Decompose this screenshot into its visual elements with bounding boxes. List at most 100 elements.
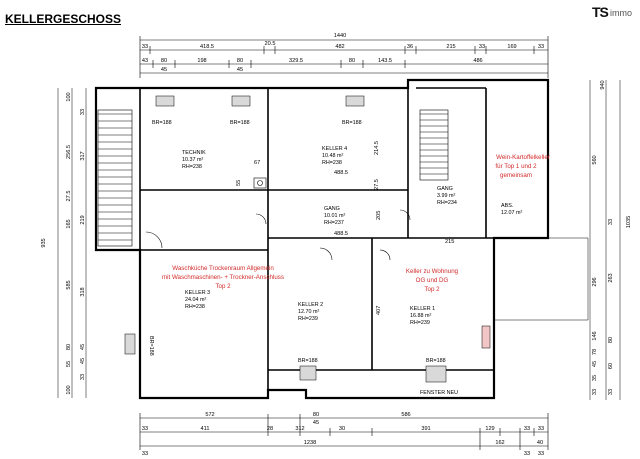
room-area: 10.37 m² — [182, 157, 203, 163]
dim-top: 215 — [446, 44, 455, 50]
dim-bottom: 30 — [339, 426, 345, 432]
room-height: RH=238 — [182, 164, 202, 170]
dim-right: 35 — [592, 375, 598, 381]
door-swings — [145, 209, 411, 261]
dim-left: 100 — [66, 92, 72, 101]
bottom-dimensions: 572 80 586 45 33 411 28 312 30 391 129 3… — [139, 412, 549, 457]
room-area: 16.88 m² — [410, 313, 431, 319]
dim-right: 78 — [592, 349, 598, 355]
dim-right: 60 — [608, 363, 614, 369]
dim-left: 27.5 — [66, 191, 72, 202]
windows — [124, 95, 447, 383]
dim-right: 80 — [608, 337, 614, 343]
right-dimensions: 940 560 1035 33 263 296 146 78 45 80 60 … — [589, 80, 632, 400]
room-height: RH=239 — [298, 316, 318, 322]
br-label: BR=188 — [298, 358, 318, 364]
room-height: RH=234 — [437, 200, 457, 206]
dim-top: 198 — [197, 58, 206, 64]
dim-top: 36 — [407, 44, 413, 50]
annotation-line: Top 2 — [215, 283, 231, 290]
dim-right: 45 — [592, 361, 598, 367]
dim-bottom: 40 — [537, 440, 543, 446]
room-name: GANG — [437, 186, 453, 192]
logo-immo: immo — [610, 8, 632, 18]
dim-left: 585 — [66, 280, 72, 289]
br-label: BR=188 — [426, 358, 446, 364]
dim-bottom: 33 — [524, 451, 530, 457]
walls — [94, 78, 589, 400]
room-name: KELLER 3 — [185, 290, 210, 296]
dim-right: 146 — [592, 331, 598, 340]
br-label: BR=188 — [230, 120, 250, 126]
room-height: RH=238 — [185, 304, 205, 310]
room-area: 12.70 m² — [298, 309, 319, 315]
dim-top: 33 — [538, 44, 544, 50]
room-name: KELLER 2 — [298, 302, 323, 308]
dim-bottom: 411 — [201, 426, 210, 432]
room-height: RH=237 — [324, 220, 344, 226]
dim-top: 482 — [335, 44, 344, 50]
annotation-line: für Top 1 und 2 — [495, 163, 537, 170]
dim-left: 165 — [66, 219, 72, 228]
dim-interior: 215 — [445, 239, 454, 245]
stairs-left — [97, 109, 133, 247]
br-label: BR=188 — [152, 120, 172, 126]
dim-top: 80 — [349, 58, 355, 64]
room-name: ABS. — [501, 203, 513, 209]
dim-bottom: 162 — [495, 440, 504, 446]
room-name: GANG — [324, 206, 340, 212]
dim-left: 33 — [80, 374, 86, 380]
annotation-wasch: Waschküche Trockenraum Allgemein mit Was… — [162, 265, 284, 290]
dim-bottom: 45 — [313, 420, 319, 426]
dim-top: 80 — [161, 58, 167, 64]
logo-ts: TS — [592, 4, 609, 20]
br-label: BR=188 — [148, 336, 154, 356]
dim-top: 329.5 — [289, 58, 303, 64]
annotation-line: Keller zu Wohnung — [406, 268, 459, 275]
dim-top: 80 — [237, 58, 243, 64]
room-keller1: KELLER 1 16.88 m² RH=239 — [410, 306, 435, 326]
dim-top: 33 — [479, 44, 485, 50]
dim-bottom: 129 — [485, 426, 494, 432]
annotation-keller-wohnung: Keller zu Wohnung OG und DG Top 2 — [406, 268, 459, 293]
dim-right: 33 — [592, 389, 598, 395]
dim-bottom: 80 — [313, 412, 319, 418]
dim-right: 1035 — [626, 216, 632, 228]
annotation-wein: Wein-Kartoffelkeller für Top 1 und 2 gem… — [495, 154, 549, 179]
dim-bottom: 1238 — [304, 440, 316, 446]
window-right — [481, 325, 491, 349]
room-area: 10.01 m² — [324, 213, 345, 219]
dim-left: 219 — [80, 215, 86, 224]
dim-left: 33 — [80, 109, 86, 115]
dim-right: 560 — [592, 155, 598, 164]
room-name: TECHNIK — [182, 150, 206, 156]
dim-interior: 488.5 — [334, 170, 348, 176]
left-dimensions: 935 100 256.5 27.5 165 585 80 55 100 33 … — [41, 88, 87, 398]
interior-dimensions: 67 55 488.5 214.5 27.5 205 488.5 215 407 — [236, 141, 454, 315]
dim-top: 169 — [507, 44, 516, 50]
room-gang-2: GANG 3.99 m² RH=234 — [437, 186, 457, 206]
dim-bottom: 572 — [205, 412, 214, 418]
dim-left-outer: 935 — [41, 238, 47, 247]
dim-left: 100 — [66, 385, 72, 394]
room-name: KELLER 4 — [322, 146, 347, 152]
dim-top: 143.5 — [378, 58, 392, 64]
dim-top: 45 — [237, 67, 243, 73]
dim-top: 33 — [142, 44, 148, 50]
dim-bottom: 33 — [524, 426, 530, 432]
dim-interior: 205 — [376, 211, 382, 220]
room-area: 24.04 m² — [185, 297, 206, 303]
dim-interior: 67 — [254, 160, 260, 166]
dim-interior: 214.5 — [374, 141, 380, 155]
dim-right: 940 — [600, 80, 606, 89]
room-height: RH=239 — [410, 320, 430, 326]
room-technik: TECHNIK 10.37 m² RH=238 — [182, 150, 206, 170]
annotation-line: OG und DG — [416, 277, 449, 284]
dim-top: 486 — [473, 58, 482, 64]
dim-bottom: 28 — [267, 426, 273, 432]
dim-bottom: 312 — [295, 426, 304, 432]
dim-left: 80 — [66, 344, 72, 350]
dim-left: 55 — [66, 361, 72, 367]
dim-bottom: 33 — [538, 426, 544, 432]
annotation-line: Waschküche Trockenraum Allgemein — [172, 265, 274, 272]
